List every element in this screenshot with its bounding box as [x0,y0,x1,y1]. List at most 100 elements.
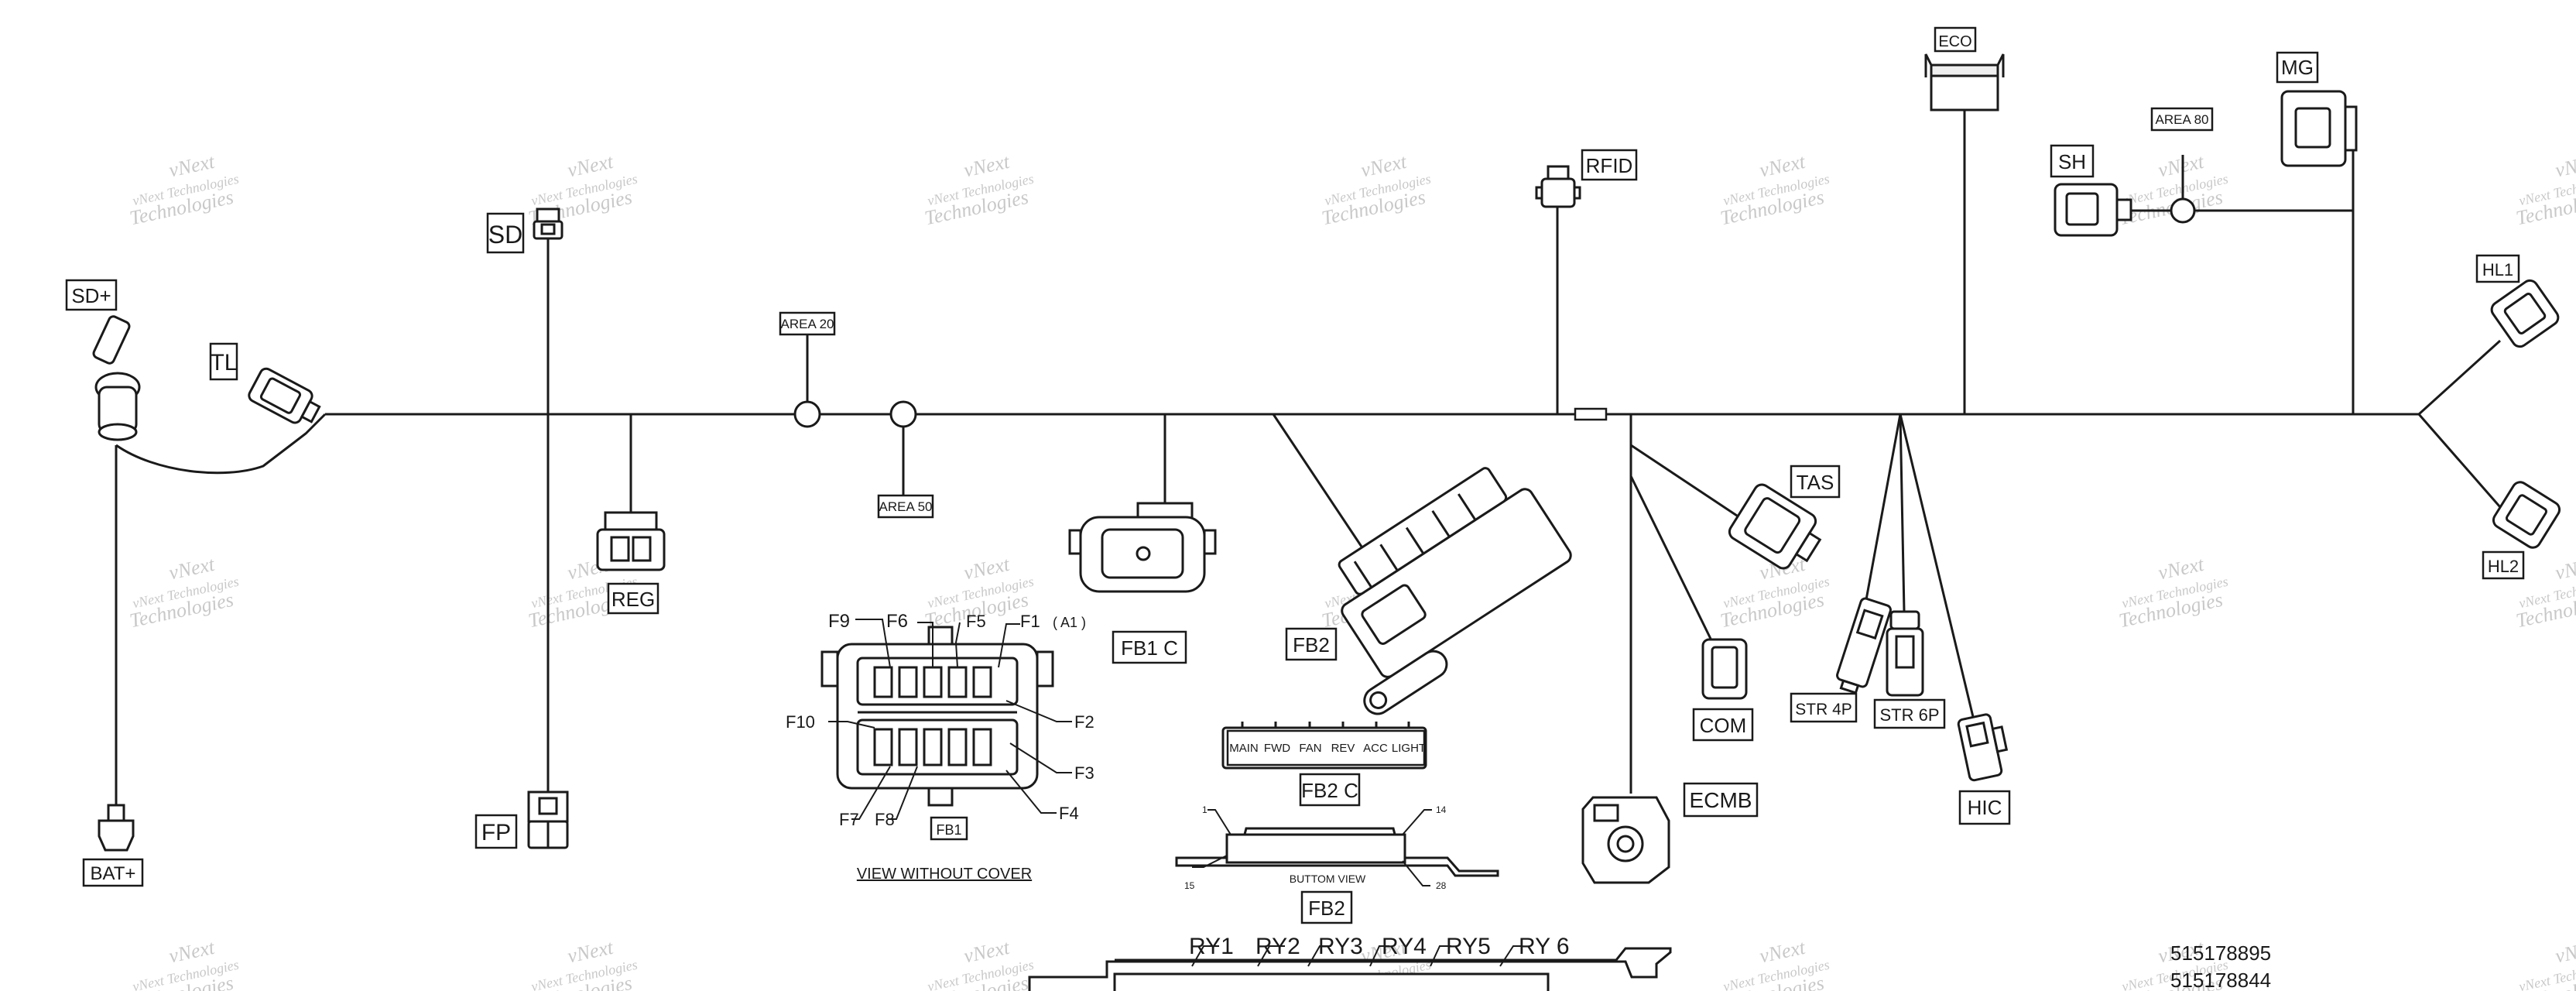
fuse-f3-label: F3 [1074,763,1094,783]
fuse-f6-label: F6 [886,611,908,632]
wire-sdplus [115,413,327,475]
fuse-f2-label: F2 [1074,712,1094,732]
str6p-label: STR 6P [1879,705,1939,725]
batplus-label: BAT+ [91,863,136,884]
fb2c-light-label: LIGHT [1392,742,1426,755]
fuse-f7-label: F7 [839,810,859,829]
relay-ry6-label: RY 6 [1519,934,1570,959]
area20-label: AREA 20 [781,317,834,331]
str6p-connector-icon [1886,610,1924,697]
fb2-label: FB2 [1293,633,1330,657]
com-connector-icon [1701,638,1748,700]
fb2c-rev-label: REV [1331,742,1355,755]
tl-label: TL [210,350,237,375]
mg-connector-icon [2280,90,2358,167]
hl2-label: HL2 [2488,557,2519,576]
fuse-f10-label: F10 [786,712,815,732]
reg-label: REG [611,588,655,611]
relay-box-icon [1028,947,1672,991]
hic-label: HIC [1968,796,2002,819]
relay-ry4-label: RY4 [1382,934,1427,959]
reg-connector-icon [596,511,666,571]
relay-ry5-label: RY5 [1446,934,1491,959]
rfid-label: RFID [1586,154,1633,177]
fb2-bottom-label: FB2 [1308,897,1345,920]
relay-ry1-label: RY1 [1189,934,1234,959]
fb2-fusebox-icon [1338,467,1572,715]
area50-label: AREA 50 [879,499,933,514]
tas-label: TAS [1797,471,1834,494]
watermark-text: vNext [2554,936,2576,968]
tas-connector-icon [1728,483,1822,570]
wire-hl1 [2417,339,2502,416]
fb2-pin-1-label: 1 [1202,804,1208,815]
sdplus-connector-icon [92,315,141,441]
str4p-label: STR 4P [1795,701,1852,718]
ecmb-connector-icon [1581,796,1670,884]
harness-wires [115,108,2502,805]
labels: SD+ BAT+ TL SD FP REG AREA 20 AREA 50 FB… [71,33,2519,991]
fb2-pin-28-label: 28 [1436,880,1447,891]
fuse-f8-label: F8 [875,810,895,829]
label-frames [65,26,2525,924]
relay-ry3-label: RY3 [1318,934,1363,959]
wire-fb2 [1272,413,1368,554]
sdplus-label: SD+ [71,284,111,307]
hl1-label: HL1 [2482,260,2513,279]
fuse-f4-label: F4 [1059,804,1079,823]
fb1c-connector-icon [1068,502,1217,593]
fb2c-acc-label: ACC [1363,742,1388,755]
wire-str4p [1864,413,1902,605]
fb2-bottom-view-icon [1175,827,1499,877]
eco-connector-icon [1924,53,2005,111]
hic-connector-icon [1957,713,2009,782]
ecmb-label: ECMB [1690,788,1752,812]
fuse-a1-label: ( A1 ) [1053,615,1086,630]
fb2-pin-14-label: 14 [1436,804,1447,815]
eco-label: ECO [1938,33,1971,50]
fp-connector-icon [527,790,569,849]
area80-splice [2170,197,2196,224]
relay-ry2-label: RY2 [1255,934,1300,959]
hl2-connector-icon [2492,481,2561,549]
fb1-fusebox-icon [820,626,1054,807]
wire-tas [1630,444,1742,520]
area50-splice [889,400,917,428]
fb1c-label: FB1 C [1121,636,1178,660]
watermark-text: vNext [2554,150,2576,182]
part-number-1: 515178895 [2170,941,2271,965]
sh-connector-icon [2054,183,2132,237]
wire-com [1629,475,1712,640]
fb1-label: FB1 [936,822,961,838]
fuse-f5-label: F5 [966,612,986,631]
connector-bodies [92,53,2561,991]
fb2c-fan-label: FAN [1299,742,1321,755]
tl-connector-icon [248,367,321,424]
fp-label: FP [481,820,511,845]
mg-label: MG [2281,56,2314,79]
view-without-cover-caption: VIEW WITHOUT COVER [857,866,1032,883]
fb2-pin-15-label: 15 [1184,880,1195,891]
batplus-connector-icon [98,804,135,852]
fuse-f9-label: F9 [828,611,850,632]
str4p-connector-icon [1836,597,1892,694]
hl1-connector-icon [2490,279,2560,348]
part-number-2: 515178844 [2170,969,2271,991]
fb2c-main-label: MAIN [1229,742,1259,755]
wire-str6p [1899,413,1906,612]
com-label: COM [1700,714,1747,737]
wire-hl2 [2417,413,2502,508]
fb2-bottom-view-caption: BUTTOM VIEW [1290,873,1366,885]
